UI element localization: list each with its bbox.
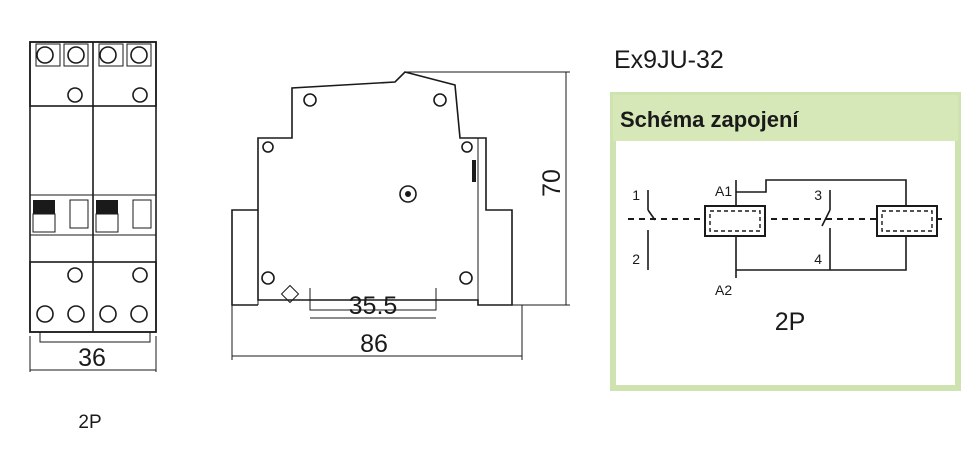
top-terminal-slot (35, 43, 61, 67)
screw-icon (67, 87, 83, 103)
terminal-screw-icon (99, 305, 117, 323)
terminal-screw-icon (99, 46, 117, 64)
din-clip (39, 332, 151, 343)
center-screw-dot (405, 191, 411, 197)
schema-header-band (613, 95, 958, 141)
wiring-schema-panel: Schéma zapojení 1 2 3 4 A1 A2 2P (610, 92, 961, 391)
terminal-screw-icon (36, 305, 54, 323)
coil-inner (709, 210, 761, 232)
side-view: 70 35.5 86 (231, 71, 570, 360)
product-title: Ex9JU-32 (614, 46, 724, 74)
top-terminal-slot (126, 43, 152, 67)
side-rear-housing (231, 209, 258, 306)
coil-label-a1: A1 (715, 183, 732, 199)
indicator-window (69, 199, 89, 229)
terminal-label: 4 (814, 251, 822, 267)
terminal-screw-icon (130, 46, 148, 64)
terminal-screw-icon (67, 305, 85, 323)
schema-heading: Schéma zapojení (620, 107, 799, 132)
rivet-icon (433, 93, 447, 107)
handle-lower (95, 213, 119, 233)
handle-dark (96, 200, 118, 214)
terminal-label: 2 (632, 251, 640, 267)
height-dimension-value: 70 (538, 169, 566, 197)
top-terminal-slot (98, 43, 124, 67)
width-dimension-value: 36 (78, 344, 106, 372)
terminal-screw-icon (36, 46, 54, 64)
front-view-label: 2P (78, 412, 101, 433)
indicator-window (132, 199, 152, 229)
coil-inner (881, 210, 933, 232)
bottom-terminal-block (29, 261, 157, 333)
schema-caption: 2P (775, 308, 806, 336)
rivet-icon (461, 141, 473, 153)
rivet-icon (459, 271, 473, 285)
side-body-outline (257, 71, 513, 306)
terminal-screw-icon (67, 46, 85, 64)
rivet-icon (261, 271, 275, 285)
latch-icon (280, 284, 300, 304)
screw-icon (67, 267, 83, 283)
top-terminal-slot (63, 43, 89, 67)
top-terminal-block (29, 41, 157, 107)
rivet-icon (262, 141, 274, 153)
rivet-icon (303, 93, 317, 107)
mark-bar (472, 160, 476, 182)
screw-icon (132, 267, 148, 283)
front-view: 36 2P (29, 41, 157, 433)
terminal-screw-icon (130, 305, 148, 323)
din-rail-notch (309, 288, 437, 311)
rail-dimension-value: 35.5 (349, 292, 398, 320)
terminal-label: 3 (814, 187, 822, 203)
terminal-label: 1 (632, 187, 640, 203)
handle-lower (32, 213, 56, 233)
screw-icon (132, 87, 148, 103)
coil-label-a2: A2 (715, 282, 732, 298)
depth-dimension-value: 86 (360, 330, 388, 358)
handle-dark (33, 200, 55, 214)
coil-wire (736, 236, 907, 271)
coil-wire (736, 179, 907, 206)
handle-band (29, 194, 157, 236)
schema-panel-border (610, 92, 961, 391)
